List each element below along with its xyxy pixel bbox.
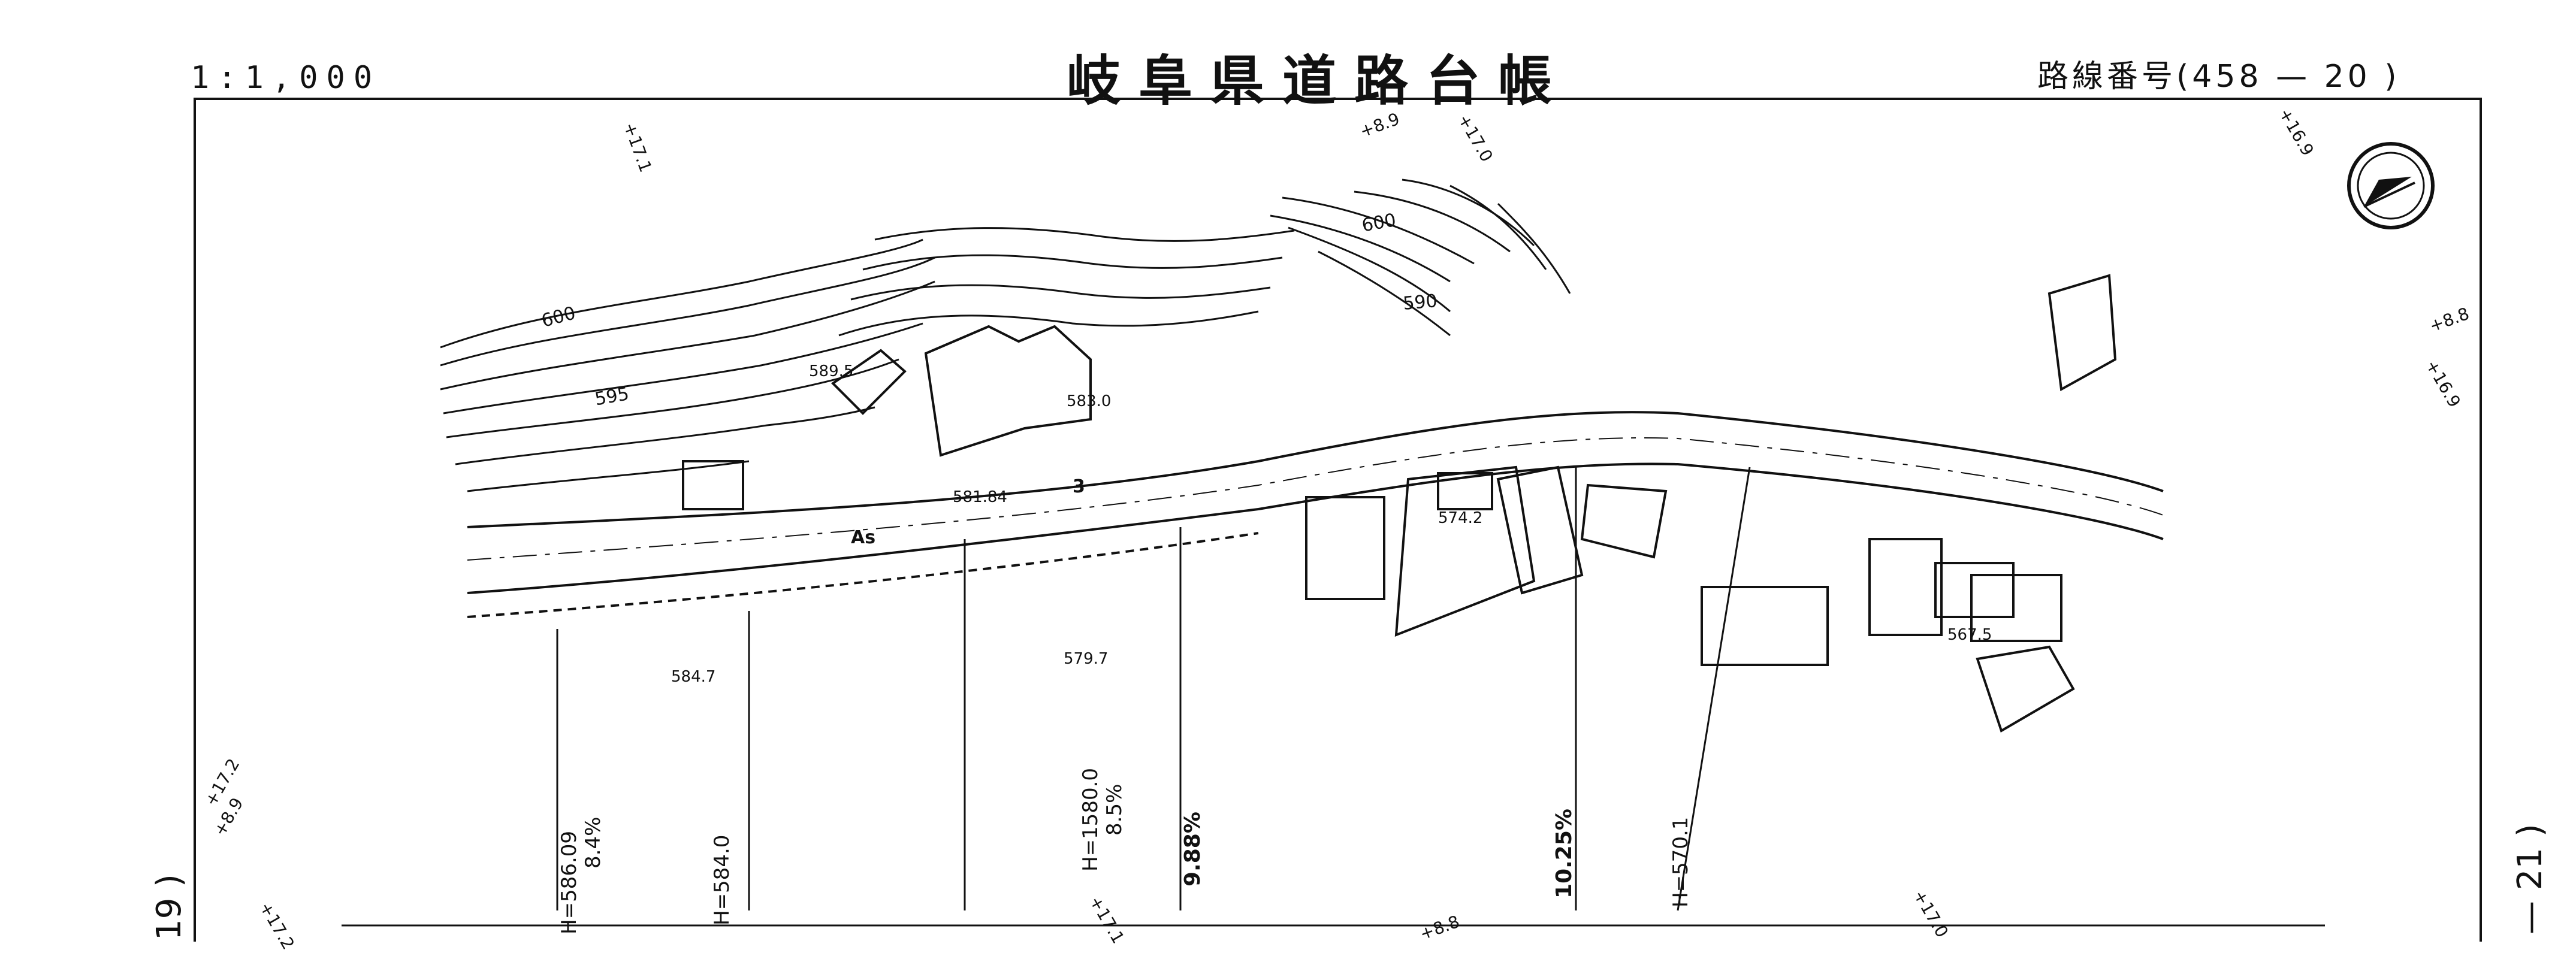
grade-label: 10.25% — [1552, 809, 1577, 898]
profile-lines — [556, 467, 1751, 911]
adjacent-sheet-right: — 21 ) — [2511, 824, 2550, 934]
buildings — [682, 274, 2117, 733]
elevation-label: 567.5 — [1947, 626, 1992, 644]
profile-label: H=1580.0 — [1079, 767, 1103, 872]
elevation-label: 579.7 — [1064, 650, 1109, 668]
scale-label: 1:1,000 — [191, 60, 381, 96]
profile-label: 8.4% — [581, 816, 605, 869]
elevation-label: 574.2 — [1438, 509, 1483, 527]
profile-label: H=586.09 — [557, 830, 581, 934]
elevation-label: 581.84 — [953, 488, 1007, 506]
contour-lines — [440, 179, 1571, 492]
road-surface-label: As — [851, 527, 876, 548]
adjacent-sheet-left: 19 ) — [150, 874, 189, 940]
grade-label: 9.88% — [1180, 812, 1205, 887]
profile-label: H=584.0 — [710, 834, 734, 925]
elevation-label: 589.5 — [809, 362, 854, 380]
road-marker: 3 — [1073, 476, 1085, 497]
elevation-label: 583.0 — [1067, 392, 1112, 410]
north-arrow-icon — [2347, 142, 2435, 229]
road-outline — [467, 411, 2164, 618]
route-number: 路線番号(458 — 20 ) — [2037, 59, 2400, 95]
map-frame — [194, 98, 2482, 942]
profile-label: H=570.1 — [1669, 816, 1693, 907]
sheet-title: 岐阜県道路台帳 — [1067, 49, 1570, 113]
elevation-label: 584.7 — [671, 668, 716, 686]
profile-label: 8.5% — [1103, 783, 1127, 836]
contour-label: 590 — [1402, 291, 1439, 314]
